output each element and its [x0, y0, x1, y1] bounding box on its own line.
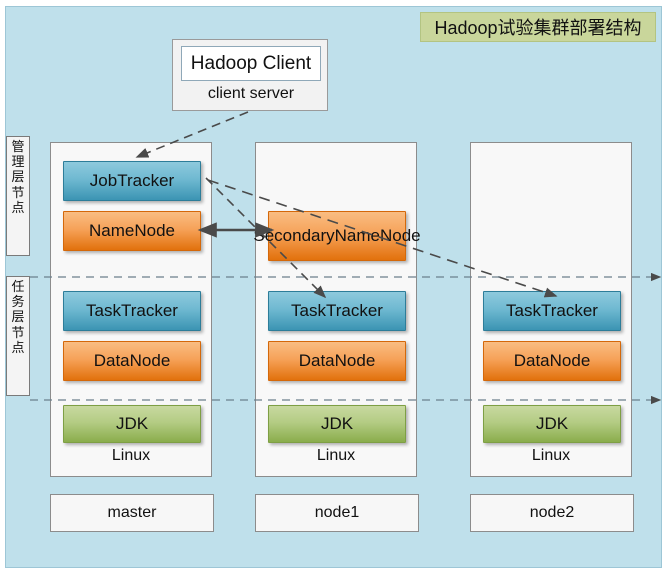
- layer-label-task: 任 务 层 节 点: [6, 276, 30, 396]
- node-column-node2: TaskTracker DataNode JDK Linux: [470, 142, 632, 477]
- layer-label-management-char-0: 管: [11, 139, 25, 154]
- clipped-top-text: [0, 0, 669, 5]
- os-label-node1: Linux: [316, 447, 356, 464]
- diagram-title: Hadoop试验集群部署结构: [420, 12, 656, 42]
- chip-namenode-master[interactable]: NameNode: [63, 211, 201, 251]
- layer-label-task-char-4: 点: [11, 339, 25, 355]
- chip-secondarynamenode-node1[interactable]: SecondaryNameNode: [253, 211, 421, 261]
- server-name-master: master: [50, 494, 214, 532]
- layer-label-management: 管 理 层 节 点: [6, 136, 30, 256]
- server-name-node2: node2: [470, 494, 634, 532]
- chip-tasktracker-node1[interactable]: TaskTracker: [268, 291, 406, 331]
- chip-datanode-master[interactable]: DataNode: [63, 341, 201, 381]
- chip-jdk-node1[interactable]: JDK: [268, 405, 406, 443]
- layer-label-task-char-2: 层: [11, 309, 25, 325]
- layer-label-task-char-3: 节: [11, 324, 25, 340]
- os-label-node2: Linux: [531, 447, 571, 464]
- os-label-master: Linux: [111, 447, 151, 464]
- client-server-caption: client server: [207, 85, 295, 102]
- layer-label-management-char-2: 层: [11, 169, 25, 185]
- chip-jobtracker-master[interactable]: JobTracker: [63, 161, 201, 201]
- layer-label-task-char-1: 务: [11, 294, 25, 310]
- chip-datanode-node2[interactable]: DataNode: [483, 341, 621, 381]
- server-name-node1: node1: [255, 494, 419, 532]
- chip-jdk-master[interactable]: JDK: [63, 405, 201, 443]
- layer-label-management-char-3: 节: [11, 184, 25, 200]
- node-column-node1: SecondaryNameNode TaskTracker DataNode J…: [253, 142, 421, 477]
- chip-tasktracker-master[interactable]: TaskTracker: [63, 291, 201, 331]
- hadoop-client-box: Hadoop Client: [181, 46, 321, 81]
- chip-datanode-node1[interactable]: DataNode: [268, 341, 406, 381]
- layer-label-task-char-0: 任: [11, 279, 25, 294]
- layer-label-management-char-1: 理: [11, 154, 25, 170]
- layer-label-management-char-4: 点: [11, 199, 25, 215]
- chip-tasktracker-node2[interactable]: TaskTracker: [483, 291, 621, 331]
- client-server-box: Hadoop Client client server: [172, 39, 328, 111]
- chip-jdk-node2[interactable]: JDK: [483, 405, 621, 443]
- node-column-master: JobTracker NameNode TaskTracker DataNode…: [50, 142, 212, 477]
